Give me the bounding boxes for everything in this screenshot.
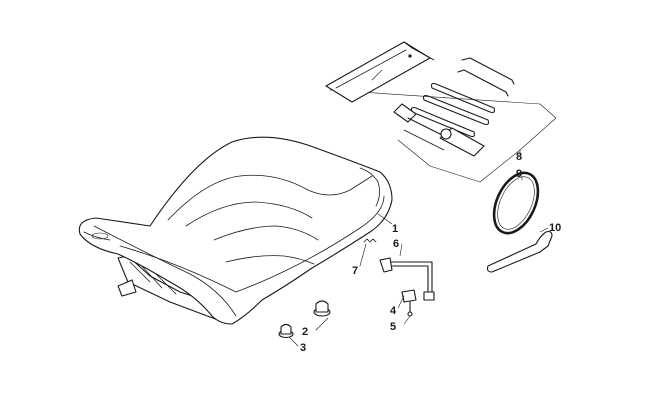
leader-lines: [289, 149, 549, 347]
tool-pouch: [325, 41, 435, 103]
callout-labels: 1 2 3 4 5 6 7 8 9 10: [300, 151, 561, 354]
callout-9: 9: [516, 168, 522, 180]
callout-4: 4: [390, 305, 397, 317]
tool-set: [393, 57, 515, 157]
callout-3: 3: [300, 342, 306, 354]
seat-assembly: [78, 136, 393, 325]
callout-8: 8: [516, 151, 522, 163]
callout-2: 2: [302, 326, 308, 338]
seat-latch-assembly: [363, 238, 435, 317]
grommet-part-2: [313, 300, 331, 317]
callout-10: 10: [549, 222, 561, 234]
callout-5: 5: [390, 321, 396, 333]
callout-6: 6: [393, 238, 399, 250]
grommet-part-3: [278, 323, 294, 339]
callout-7: 7: [352, 265, 358, 277]
callout-1: 1: [392, 223, 398, 235]
spanner-wrench-part-10: [486, 230, 553, 273]
o-ring-part-9: [492, 171, 540, 235]
